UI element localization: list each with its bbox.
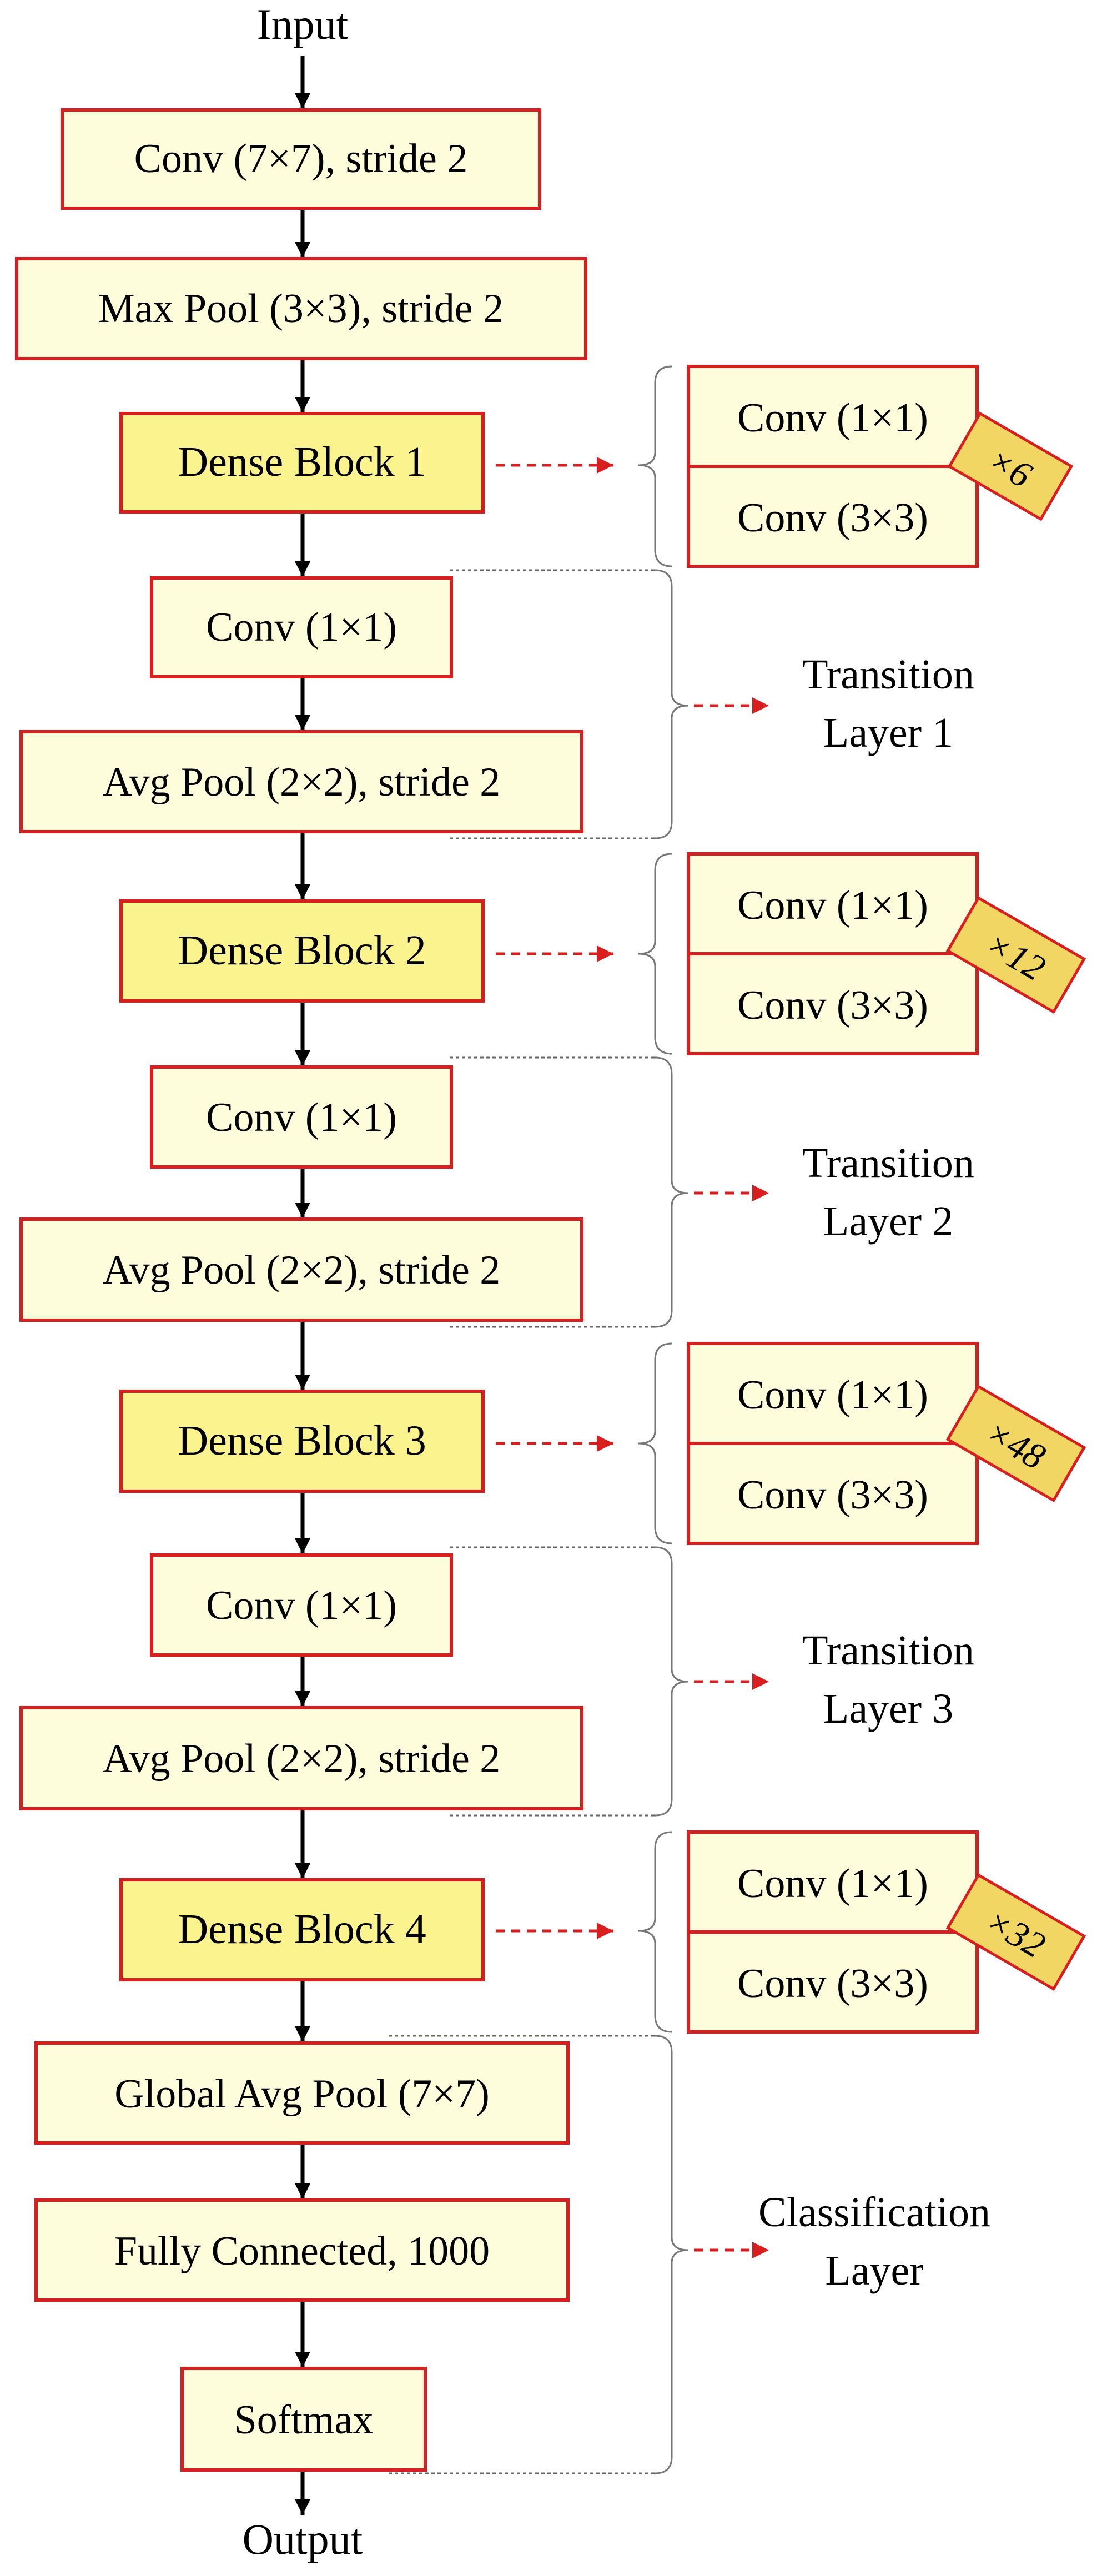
dense-block-2: Dense Block 2 <box>119 899 485 1003</box>
dense-detail-4-conv3x3: Conv (3×3) <box>737 1961 928 2006</box>
conv7-stage: Conv (7×7), stride 2 <box>61 108 541 210</box>
output-label: Output <box>243 2515 363 2563</box>
dense-block-4-label: Dense Block 4 <box>178 1906 426 1953</box>
maxpool-stage: Max Pool (3×3), stride 2 <box>15 257 587 360</box>
dense-block-4: Dense Block 4 <box>119 1878 485 1981</box>
softmax-stage: Softmax <box>180 2367 427 2472</box>
input-label: Input <box>257 0 349 48</box>
dense-detail-2: Conv (1×1) Conv (3×3) ×12 <box>496 852 1086 1055</box>
dense-block-3-label: Dense Block 3 <box>178 1417 426 1464</box>
classification-layer-label-line1: Classification <box>758 2189 990 2236</box>
transition-layer-1-label-line1: Transition <box>802 651 974 698</box>
maxpool-label: Max Pool (3×3), stride 2 <box>98 286 504 331</box>
main-column: Conv (7×7), stride 2 Max Pool (3×3), str… <box>15 108 587 2472</box>
dense-block-3: Dense Block 3 <box>119 1390 485 1493</box>
dense-block-1: Dense Block 1 <box>119 412 485 514</box>
transition-2-pool: Avg Pool (2×2), stride 2 <box>19 1217 583 1322</box>
dense-detail-1-conv1x1: Conv (1×1) <box>737 395 928 441</box>
dense-detail-4-conv1x1: Conv (1×1) <box>737 1861 928 1906</box>
transition-1-pool: Avg Pool (2×2), stride 2 <box>19 730 583 833</box>
dense-detail-2-conv1x1: Conv (1×1) <box>737 883 928 928</box>
transition-2-pool-label: Avg Pool (2×2), stride 2 <box>103 1247 501 1293</box>
dense-block-1-label: Dense Block 1 <box>178 439 426 485</box>
transition-layer-1-group: Transition Layer 1 <box>450 569 974 839</box>
dense-block-2-label: Dense Block 2 <box>178 927 426 974</box>
transition-2-conv: Conv (1×1) <box>150 1065 453 1169</box>
transition-layer-2-group: Transition Layer 2 <box>450 1056 974 1328</box>
transition-layer-3-label-line1: Transition <box>802 1627 974 1674</box>
transition-1-pool-label: Avg Pool (2×2), stride 2 <box>103 759 501 805</box>
softmax-label: Softmax <box>234 2397 374 2443</box>
dense-detail-3-conv3x3: Conv (3×3) <box>737 1472 928 1518</box>
conv7-label: Conv (7×7), stride 2 <box>134 136 468 182</box>
global-avg-pool-label: Global Avg Pool (7×7) <box>114 2071 490 2117</box>
dense-detail-4: Conv (1×1) Conv (3×3) ×32 <box>496 1830 1086 2034</box>
transition-layer-3-label-line2: Layer 3 <box>823 1686 953 1732</box>
fully-connected-stage: Fully Connected, 1000 <box>34 2198 570 2302</box>
dense-detail-1: Conv (1×1) Conv (3×3) ×6 <box>496 365 1074 568</box>
transition-2-conv-label: Conv (1×1) <box>206 1095 397 1140</box>
classification-layer-group: Classification Layer <box>389 2035 990 2474</box>
transition-1-conv: Conv (1×1) <box>150 576 453 678</box>
fully-connected-label: Fully Connected, 1000 <box>114 2228 490 2274</box>
transition-1-conv-label: Conv (1×1) <box>206 605 397 650</box>
dense-detail-3-conv1x1: Conv (1×1) <box>737 1372 928 1418</box>
transition-3-pool: Avg Pool (2×2), stride 2 <box>19 1706 583 1810</box>
transition-3-conv-label: Conv (1×1) <box>206 1583 397 1628</box>
transition-layer-2-label-line1: Transition <box>802 1140 974 1186</box>
transition-3-pool-label: Avg Pool (2×2), stride 2 <box>103 1736 501 1782</box>
global-avg-pool-stage: Global Avg Pool (7×7) <box>34 2041 570 2145</box>
dense-detail-3: Conv (1×1) Conv (3×3) ×48 <box>496 1342 1086 1545</box>
dense-detail-1-conv3x3: Conv (3×3) <box>737 495 928 541</box>
dense-detail-2-conv3x3: Conv (3×3) <box>737 983 928 1028</box>
transition-layer-1-label-line2: Layer 1 <box>823 710 953 756</box>
transition-3-conv: Conv (1×1) <box>150 1553 453 1657</box>
classification-layer-label-line2: Layer <box>825 2247 923 2294</box>
transition-layer-2-label-line2: Layer 2 <box>823 1198 953 1245</box>
transition-layer-3-group: Transition Layer 3 <box>450 1546 974 1817</box>
